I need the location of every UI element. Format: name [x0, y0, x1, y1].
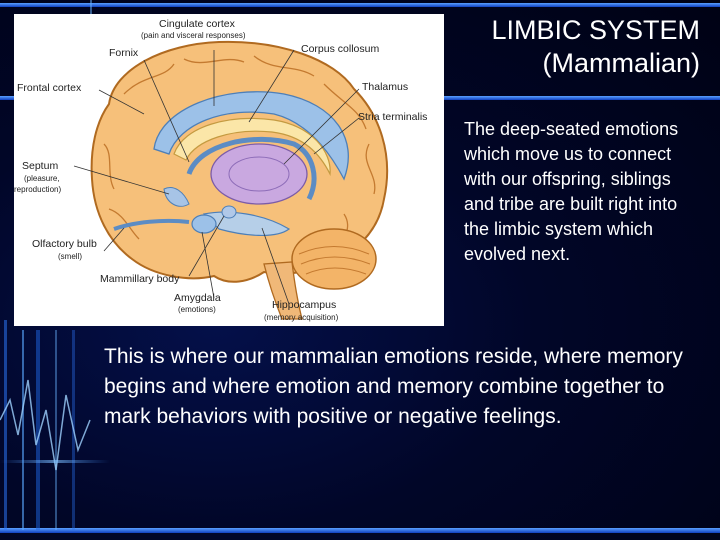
- label-fornix: Fornix: [109, 47, 139, 59]
- top-bar: [0, 3, 720, 7]
- slide-title: LIMBIC SYSTEM (Mammalian): [400, 14, 700, 80]
- side-paragraph: The deep-seated emotions which move us t…: [464, 119, 679, 264]
- thalamus: [210, 143, 308, 205]
- amygdala: [191, 214, 217, 234]
- brain-diagram: Cingulate cortex (pain and visceral resp…: [14, 14, 444, 326]
- bottom-bar: [0, 528, 720, 533]
- label-cingulate-sub: (pain and visceral responses): [141, 31, 246, 40]
- cerebellum: [291, 228, 377, 290]
- label-amygdala: Amygdala: [174, 292, 221, 304]
- label-corpus: Corpus collosum: [301, 43, 379, 55]
- brain-illustration: Cingulate cortex (pain and visceral resp…: [14, 18, 427, 322]
- label-septum-sub2: reproduction): [14, 185, 61, 194]
- label-septum: Septum: [22, 160, 58, 172]
- septum: [163, 187, 190, 207]
- label-hippocampus-sub: (memory acquisition): [264, 313, 339, 322]
- label-septum-sub1: (pleasure,: [24, 174, 60, 183]
- label-thalamus: Thalamus: [362, 81, 408, 93]
- olfactory-bulb: [113, 218, 190, 231]
- label-leaders: [73, 49, 360, 305]
- label-frontal: Frontal cortex: [17, 82, 82, 94]
- label-stria: Stria terminalis: [358, 111, 427, 123]
- title-line-2: (Mammalian): [542, 48, 700, 78]
- title-line-1: LIMBIC SYSTEM: [491, 15, 700, 45]
- label-mammillary: Mammillary body: [100, 273, 180, 285]
- label-olfactory: Olfactory bulb: [32, 238, 97, 250]
- corpus-callosum: [173, 117, 331, 177]
- fornix: [186, 136, 317, 201]
- mammillary-body: [221, 205, 237, 219]
- label-olfactory-sub: (smell): [58, 252, 82, 261]
- label-cingulate: Cingulate cortex: [159, 18, 236, 30]
- cingulate-cortex: [153, 91, 349, 181]
- brainstem: [263, 261, 303, 320]
- wave-line: [0, 379, 91, 471]
- label-hippocampus: Hippocampus: [272, 299, 336, 311]
- body-paragraph: This is where our mammalian emotions res…: [104, 345, 683, 428]
- light-streak: [0, 460, 110, 463]
- label-amygdala-sub: (emotions): [178, 305, 216, 314]
